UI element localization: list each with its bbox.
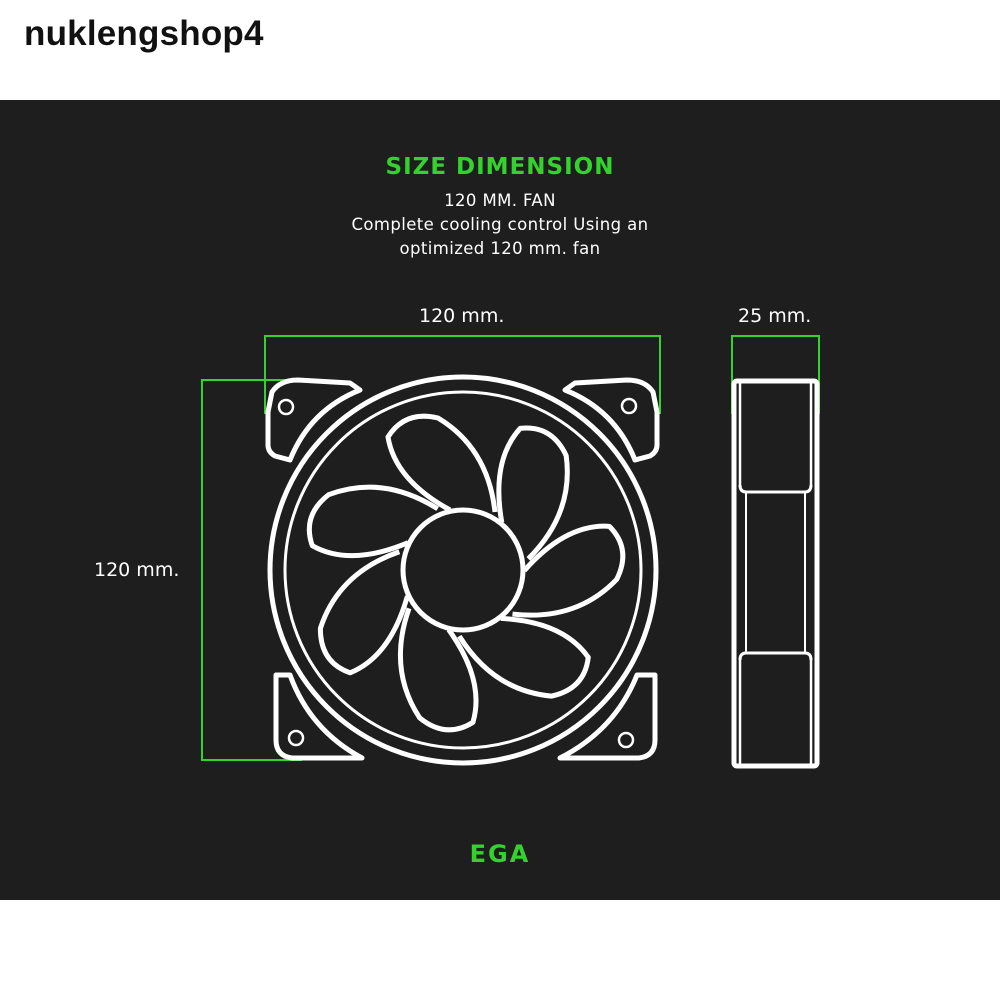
product-image: SIZE DIMENSION 120 MM. FAN Complete cool… (0, 100, 1000, 900)
brand-logo: EGA (469, 840, 531, 868)
fan-side-icon (731, 378, 820, 769)
width-label: 120 mm. (419, 305, 505, 327)
shop-name: nuklengshop4 (24, 14, 264, 53)
fan-diagram (201, 335, 820, 769)
headline: SIZE DIMENSION (385, 154, 615, 180)
description-line-2: optimized 120 mm. fan (399, 239, 601, 258)
description-line-1: Complete cooling control Using an (351, 215, 649, 234)
depth-label: 25 mm. (738, 305, 812, 327)
subtitle: 120 MM. FAN (444, 191, 556, 210)
dimension-lines (201, 335, 820, 761)
fan-front-icon (265, 374, 660, 766)
height-label: 120 mm. (94, 559, 180, 581)
